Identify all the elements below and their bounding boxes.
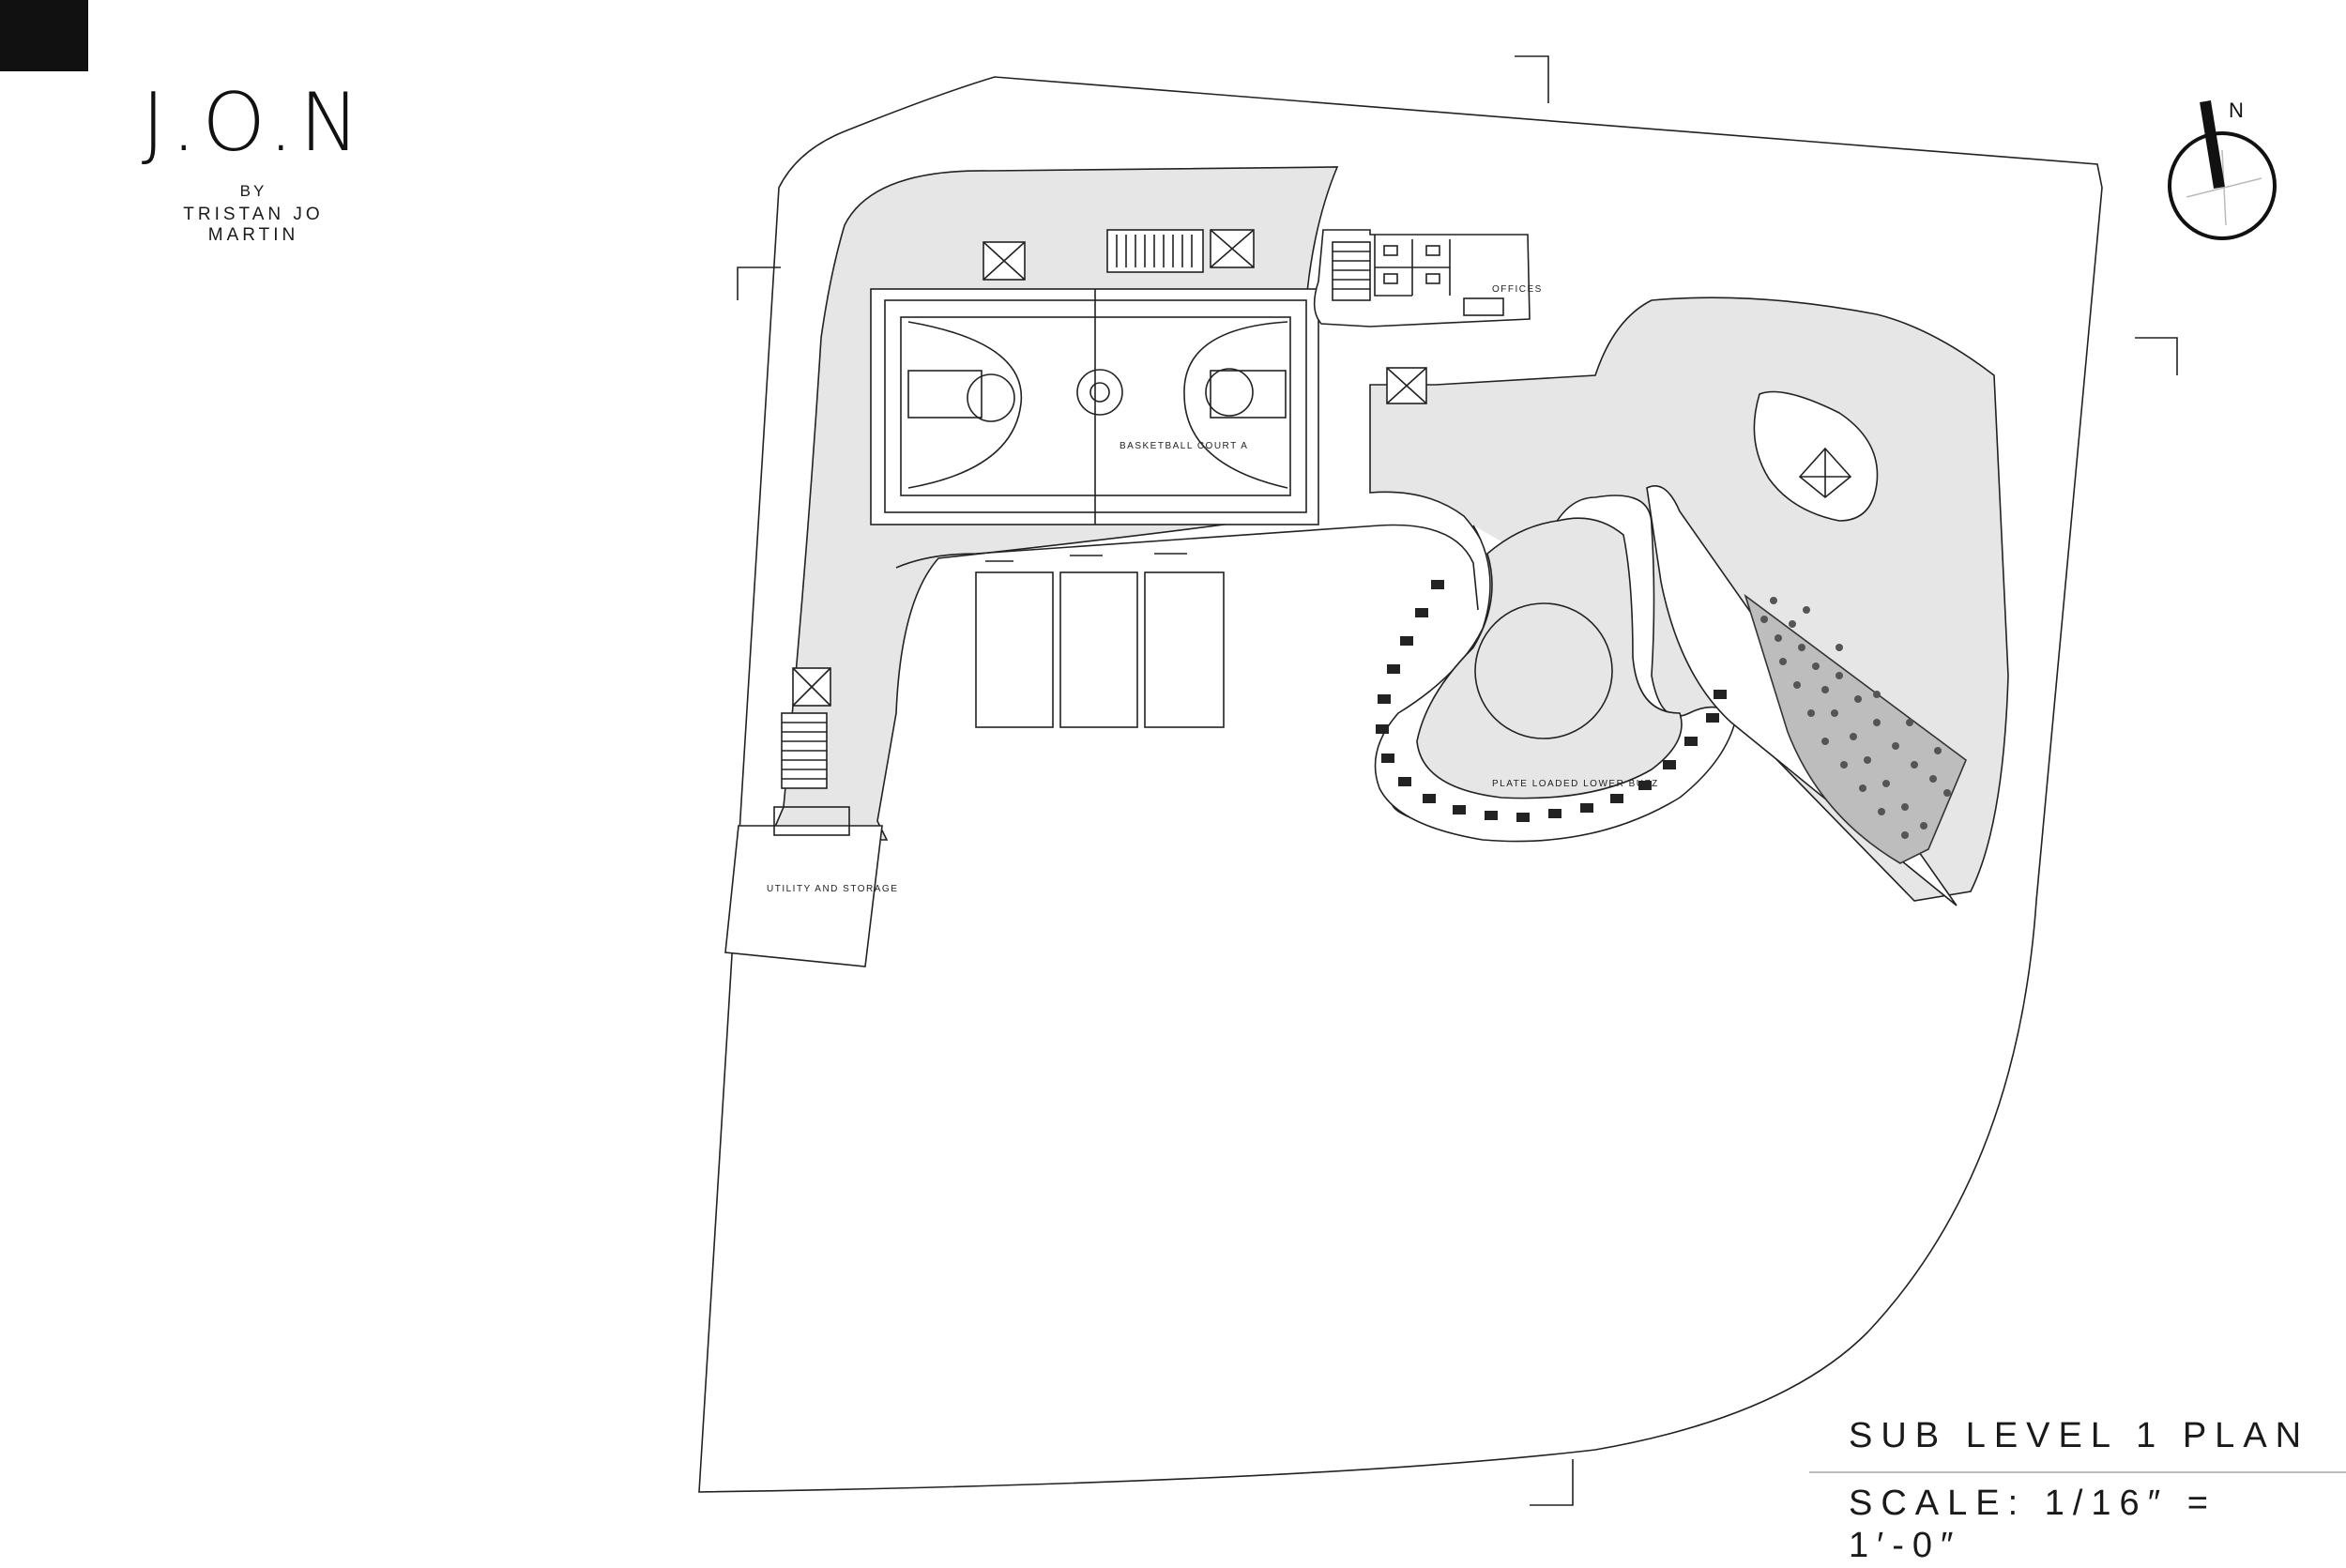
- site-outline: [698, 76, 2103, 1493]
- crop-mark-top: [1515, 55, 1549, 103]
- offices-outline: [1313, 229, 1531, 327]
- court-right-key: [1210, 370, 1287, 419]
- court-center-dot: [1089, 382, 1110, 403]
- logo-mark: J.O.N: [141, 76, 366, 170]
- label-offices: OFFICES: [1492, 284, 1543, 295]
- logo: J.O.N BY TRISTAN JO MARTIN: [136, 83, 371, 246]
- stair-offices: [1332, 241, 1371, 301]
- gym-equipment: [1376, 580, 1727, 822]
- island-pyramid: [1798, 447, 1852, 499]
- office-desk: [1463, 297, 1504, 316]
- crop-mark-bottom: [1530, 1459, 1574, 1506]
- lower-corridor: [895, 524, 1479, 611]
- bay-2: [1059, 571, 1138, 728]
- north-label: N: [2229, 99, 2244, 122]
- court-left-arc: [907, 321, 1023, 489]
- court-center-circle: [1076, 369, 1123, 416]
- court-left-ft-circle: [967, 373, 1015, 422]
- title-block: SUB LEVEL 1 PLAN SCALE: 1/16″ = 1′-0″: [1809, 1415, 2346, 1568]
- sheet-title: SUB LEVEL 1 PLAN: [1849, 1416, 2310, 1455]
- court-left-key: [907, 370, 983, 419]
- raised-island: [1753, 390, 1879, 522]
- label-utility: UTILITY AND STORAGE: [767, 884, 898, 894]
- office-partitions: [1374, 235, 1451, 297]
- north-arrow: N: [2168, 99, 2277, 240]
- bay-3: [1144, 571, 1225, 728]
- label-gym: PLATE LOADED LOWER BUZZ: [1492, 779, 1659, 789]
- pebble-field: [1744, 593, 1967, 864]
- label-basketball: BASKETBALL COURT A: [1120, 441, 1248, 451]
- corner-block: [0, 0, 88, 71]
- logo-author: TRISTAN JO MARTIN: [183, 205, 324, 245]
- title-rule: [1809, 1470, 2346, 1473]
- logo-by: BY: [239, 182, 267, 200]
- stair-north: [1106, 229, 1204, 273]
- crop-mark-right: [2135, 337, 2178, 375]
- bay-1: [975, 571, 1054, 728]
- crop-mark-left: [737, 266, 781, 300]
- utility-building: [724, 825, 883, 967]
- stair-north-treads: [1116, 235, 1193, 267]
- sheet-scale: SCALE: 1/16″ = 1′-0″: [1849, 1483, 2217, 1566]
- court-right-ft-circle: [1205, 368, 1254, 417]
- court-right-arc: [1183, 321, 1288, 489]
- gym-circle: [1474, 602, 1613, 739]
- pebble-dots: [1760, 597, 1951, 839]
